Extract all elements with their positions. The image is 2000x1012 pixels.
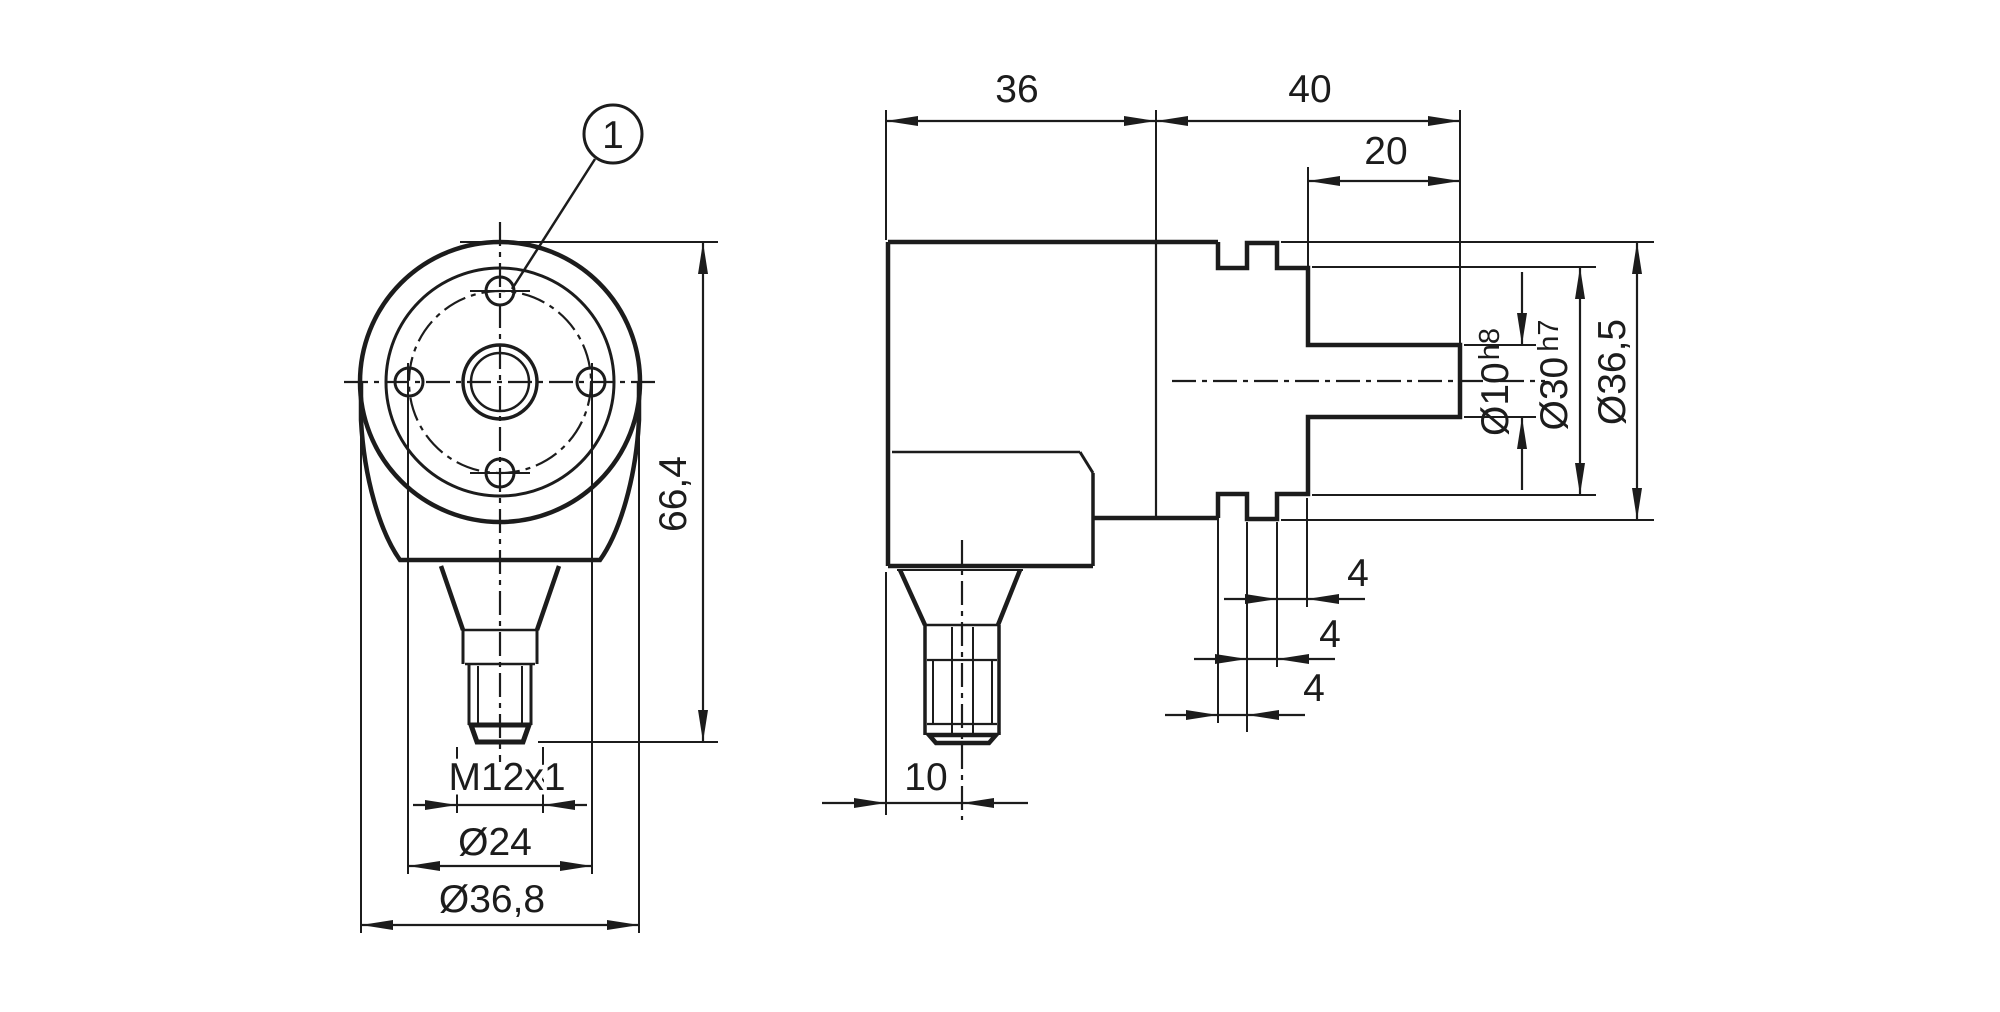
- callout-leader-line: [510, 158, 597, 290]
- dim-label-4b: 4: [1319, 613, 1341, 656]
- connector-neck-right: [534, 565, 562, 631]
- dim-label-66-4: 66,4: [652, 456, 695, 532]
- dim-label-4c: 4: [1303, 667, 1325, 710]
- callout-1: 1: [510, 103, 644, 290]
- dim-plate-widths: 4 4 4: [1165, 498, 1373, 732]
- dim-label-d36-8: Ø36,8: [439, 878, 545, 921]
- shaft-circle: [461, 343, 539, 421]
- dim-tolerance: h7: [1533, 320, 1565, 352]
- connector-end-cap: [924, 732, 1001, 746]
- dim-label-40: 40: [1288, 68, 1331, 111]
- dim-label-36: 36: [995, 68, 1038, 111]
- dim-total-height: 66,4: [460, 241, 718, 743]
- front-view: 1 66,4 M12x1 Ø24: [344, 103, 718, 933]
- side-view: 36 40 20 Ø10h8 Ø30h7: [822, 68, 1654, 820]
- side-connector: [897, 540, 1023, 820]
- side-body: [885, 239, 1218, 569]
- dim-label-4a: 4: [1347, 552, 1369, 595]
- dim-label-10: 10: [904, 756, 947, 799]
- dim-bolt-circle: Ø24: [407, 363, 593, 874]
- dim-value: Ø30: [1533, 357, 1576, 431]
- dim-flange-length: 40: [1156, 68, 1461, 343]
- front-centerlines: [344, 222, 656, 762]
- housing-chamfer: [1078, 451, 1095, 474]
- dim-label-d36-5: Ø36,5: [1591, 319, 1634, 425]
- dim-tolerance: h8: [1474, 328, 1506, 360]
- dim-label-20: 20: [1364, 130, 1407, 173]
- front-connector: [438, 565, 562, 745]
- connector-neck-left: [438, 565, 466, 631]
- dim-connector-offset: 10: [822, 572, 1028, 815]
- connector-end-cap: [467, 722, 533, 745]
- callout-circle: [582, 103, 644, 165]
- dim-shaft-length: 20: [1307, 126, 1460, 266]
- dim-label-d30h7: Ø30h7: [1533, 320, 1576, 431]
- dim-label-m12x1: M12x1: [448, 756, 565, 799]
- dim-label-d10h8: Ø10h8: [1474, 328, 1517, 436]
- dim-shaft-dia: Ø10h8: [1464, 272, 1536, 490]
- connector-neck-left: [897, 569, 928, 626]
- dim-thread-m12: M12x1: [413, 747, 587, 813]
- dim-spigot-dia: Ø30h7: [1312, 266, 1596, 496]
- dim-label-d24: Ø24: [458, 821, 532, 864]
- connector-neck-right: [995, 569, 1023, 626]
- dim-outer-diameter: Ø36,8: [360, 424, 640, 933]
- front-body-outline: [358, 382, 642, 563]
- shaft-inner-circle: [469, 351, 531, 413]
- dim-flange-dia: Ø36,5: [1281, 241, 1654, 521]
- dim-body-depth: 36: [885, 68, 1157, 242]
- callout-label: 1: [602, 114, 624, 157]
- flange-circle: [384, 266, 616, 498]
- dim-value: Ø10: [1474, 362, 1517, 436]
